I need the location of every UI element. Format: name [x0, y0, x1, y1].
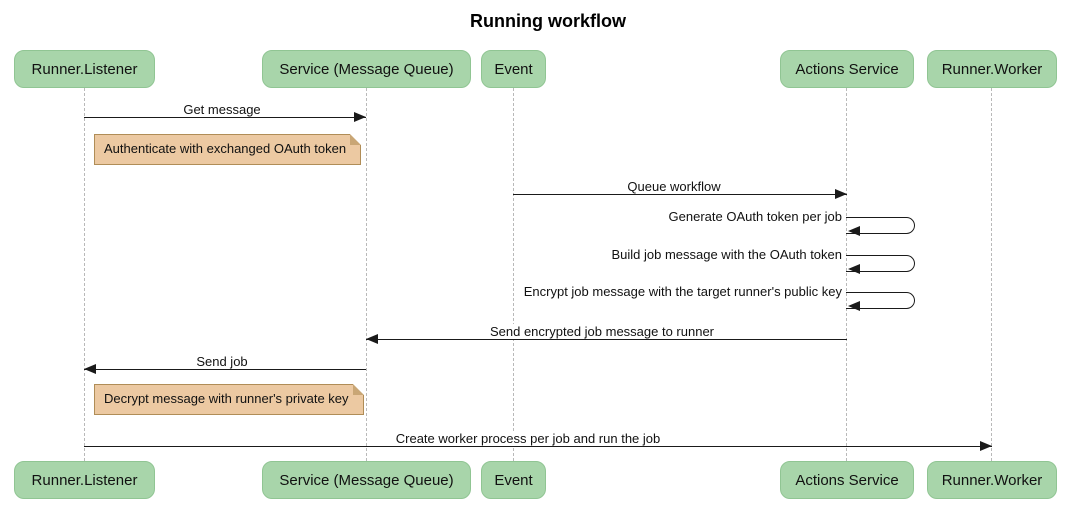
- message-line-send-job: [84, 369, 366, 371]
- self-loop-encrypt-job-message: [846, 292, 915, 309]
- message-label-send-encrypted: Send encrypted job message to runner: [485, 324, 719, 339]
- message-line-send-encrypted: [366, 339, 847, 341]
- actor-label: Actions Service: [795, 471, 899, 489]
- actor-event-top: Event: [481, 50, 546, 88]
- message-label-get-message: Get message: [179, 102, 265, 117]
- actor-actions-service-bottom: Actions Service: [780, 461, 914, 499]
- actor-label: Service (Message Queue): [279, 471, 454, 489]
- note-text: Authenticate with exchanged OAuth token: [104, 141, 347, 156]
- actor-label: Runner.Worker: [941, 60, 1043, 78]
- actor-service-message-queue-top: Service (Message Queue): [262, 50, 471, 88]
- lifeline-runner-worker: [991, 88, 992, 461]
- actor-label: Runner.Worker: [941, 471, 1043, 489]
- message-line-create-worker: [84, 446, 992, 448]
- note-fold-icon: [352, 384, 364, 395]
- actor-runner-listener-top: Runner.Listener: [14, 50, 155, 88]
- self-message-label-build-job-message: Build job message with the OAuth token: [611, 247, 842, 262]
- note-authenticate: Authenticate with exchanged OAuth token: [94, 134, 362, 165]
- message-label-create-worker: Create worker process per job and run th…: [391, 431, 665, 446]
- note-text: Decrypt message with runner's private ke…: [104, 391, 349, 406]
- lifeline-service-message-queue: [366, 88, 367, 461]
- lifeline-runner-listener: [84, 88, 85, 461]
- actor-service-message-queue-bottom: Service (Message Queue): [262, 461, 471, 499]
- self-message-label-generate-oauth: Generate OAuth token per job: [668, 209, 842, 224]
- arrowhead-left-icon: [366, 334, 378, 344]
- actor-label: Runner.Listener: [31, 471, 138, 489]
- self-loop-generate-oauth: [846, 217, 915, 234]
- arrowhead-right-icon: [835, 189, 847, 199]
- message-line-queue-workflow: [513, 194, 847, 196]
- note-fold-icon: [350, 134, 362, 145]
- self-loop-build-job-message: [846, 255, 915, 272]
- message-line-get-message: [84, 117, 366, 119]
- note-decrypt: Decrypt message with runner's private ke…: [94, 384, 364, 415]
- arrowhead-left-icon: [84, 364, 96, 374]
- arrowhead-left-icon: [848, 226, 860, 236]
- actor-label: Event: [494, 60, 533, 78]
- diagram-title: Running workflow: [470, 11, 626, 31]
- lifeline-actions-service: [846, 88, 847, 461]
- actor-event-bottom: Event: [481, 461, 546, 499]
- actor-runner-worker-bottom: Runner.Worker: [927, 461, 1057, 499]
- arrowhead-right-icon: [354, 112, 366, 122]
- actor-label: Event: [494, 471, 533, 489]
- actor-label: Runner.Listener: [31, 60, 138, 78]
- actor-actions-service-top: Actions Service: [780, 50, 914, 88]
- actor-label: Service (Message Queue): [279, 60, 454, 78]
- message-label-send-job: Send job: [192, 354, 252, 369]
- arrowhead-right-icon: [980, 441, 992, 451]
- message-label-queue-workflow: Queue workflow: [623, 179, 725, 194]
- actor-runner-worker-top: Runner.Worker: [927, 50, 1057, 88]
- self-message-label-encrypt-job-message: Encrypt job message with the target runn…: [523, 284, 842, 299]
- arrowhead-left-icon: [848, 301, 860, 311]
- lifeline-event: [513, 88, 514, 461]
- actor-runner-listener-bottom: Runner.Listener: [14, 461, 155, 499]
- arrowhead-left-icon: [848, 264, 860, 274]
- actor-label: Actions Service: [795, 60, 899, 78]
